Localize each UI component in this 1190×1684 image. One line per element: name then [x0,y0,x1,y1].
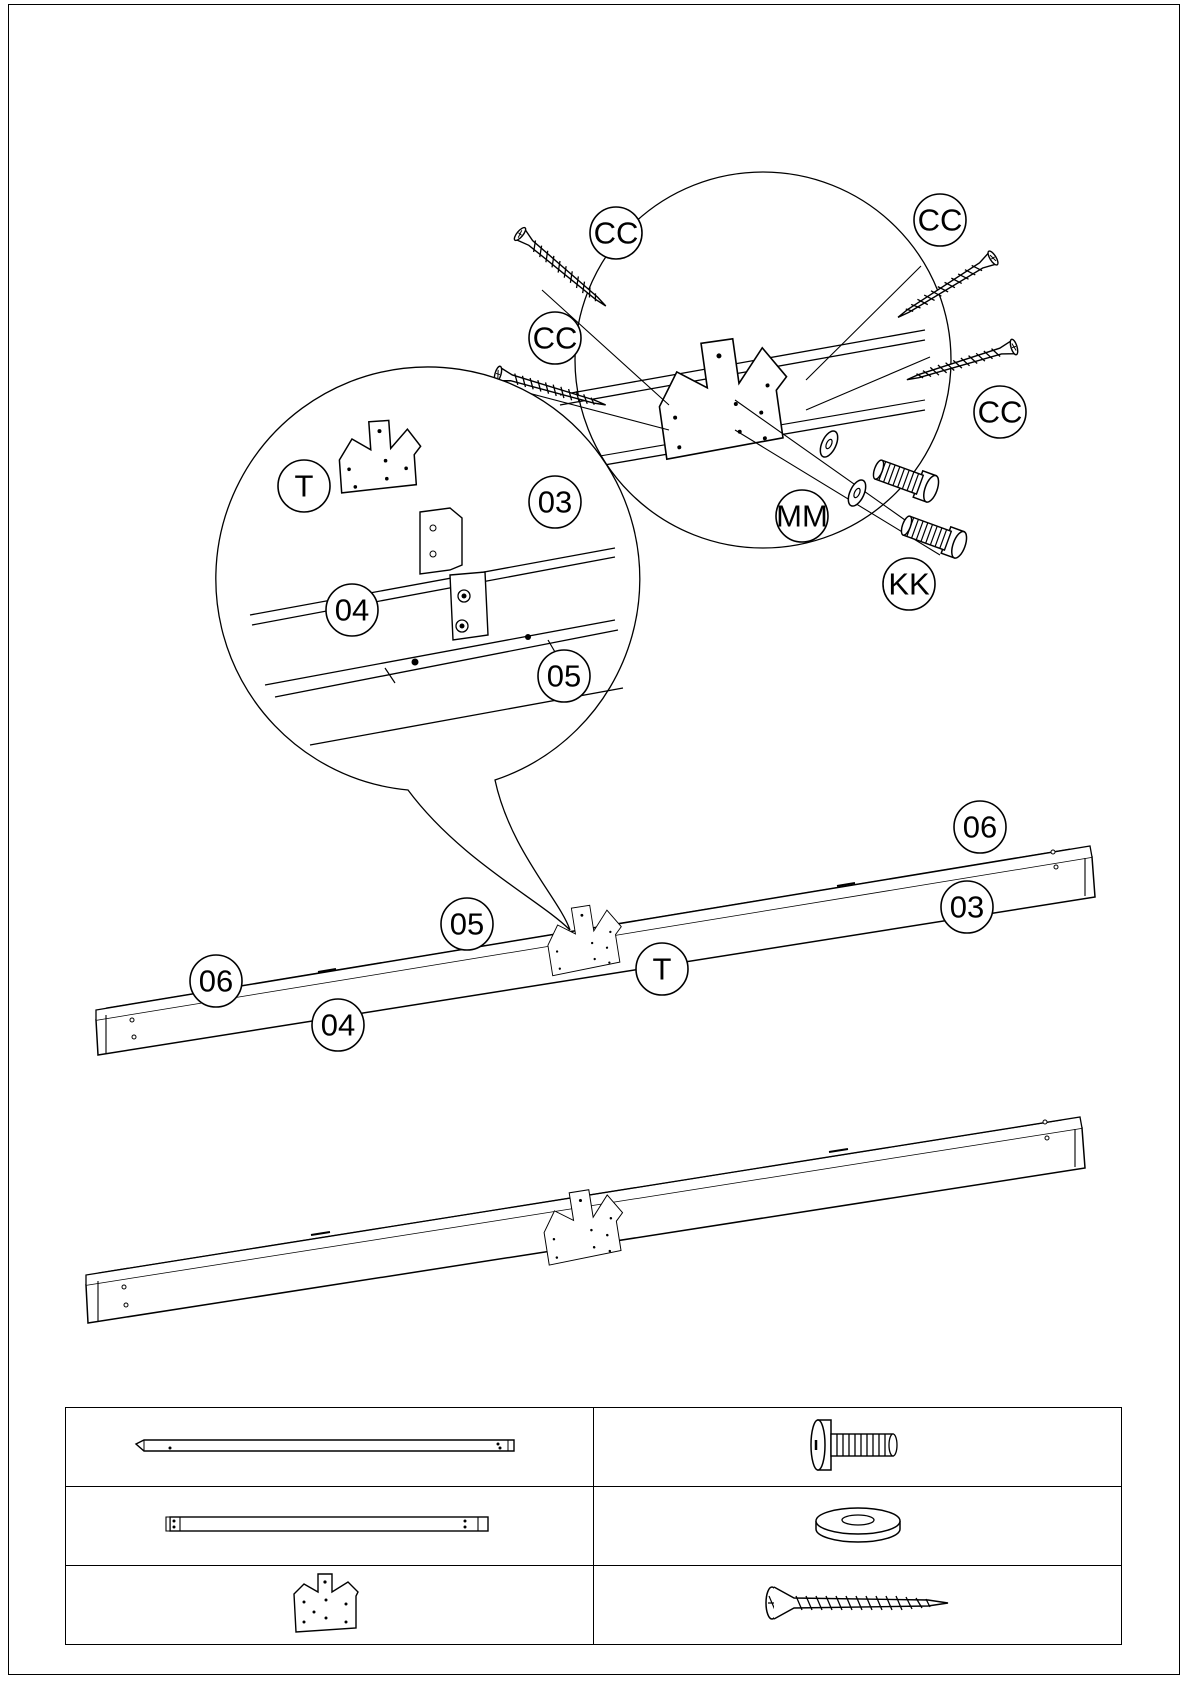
svg-text:04: 04 [335,593,369,628]
svg-text:06: 06 [963,810,997,845]
svg-text:03: 03 [950,890,984,925]
table-row [66,1566,1122,1645]
label-06-left: 06 [190,955,242,1007]
svg-text:06: 06 [199,964,233,999]
washer-icon [808,1499,908,1549]
label-cc-3: CC [529,312,581,364]
label-t-zoom: T [278,460,330,512]
label-04-zoom: 04 [326,584,378,636]
part-cell-screw [594,1566,1122,1645]
bolt-icon [898,511,970,560]
svg-text:04: 04 [321,1008,355,1043]
label-kk: KK [883,558,935,610]
svg-text:05: 05 [547,659,581,694]
bolt-icon [803,1410,913,1480]
label-05-zoom: 05 [538,650,590,702]
svg-text:CC: CC [918,203,963,238]
label-06-right: 06 [954,801,1006,853]
part-cell-beam [66,1487,594,1566]
svg-text:KK: KK [888,567,930,602]
table-row [66,1408,1122,1487]
screw-icon [758,1578,958,1628]
svg-text:CC: CC [533,321,578,356]
part-cell-bracket [66,1566,594,1645]
beam-icon [130,1430,530,1460]
label-cc-2: CC [914,194,966,246]
assembly-diagram: CC CC CC CC MM KK T 03 04 05 06 03 05 T … [0,0,1190,1400]
part-cell-bolt [594,1408,1122,1487]
svg-text:03: 03 [538,485,572,520]
part-cell-rail [66,1408,594,1487]
label-04-beam: 04 [312,999,364,1051]
label-cc-1: CC [590,207,642,259]
table-row [66,1487,1122,1566]
label-05-beam: 05 [441,898,493,950]
label-mm: MM [776,490,828,542]
svg-text:MM: MM [776,499,828,534]
svg-text:CC: CC [594,216,639,251]
svg-text:05: 05 [450,907,484,942]
label-cc-4: CC [974,386,1026,438]
svg-text:T: T [653,952,672,987]
bracket-icon [290,1570,370,1636]
label-03-zoom: 03 [529,476,581,528]
part-cell-washer [594,1487,1122,1566]
svg-text:T: T [295,469,314,504]
label-03-beam: 03 [941,881,993,933]
beam-icon [160,1509,500,1539]
parts-list-table [65,1407,1122,1645]
zoom-circle-lower [216,367,640,930]
svg-text:CC: CC [978,395,1023,430]
label-t-beam: T [636,943,688,995]
